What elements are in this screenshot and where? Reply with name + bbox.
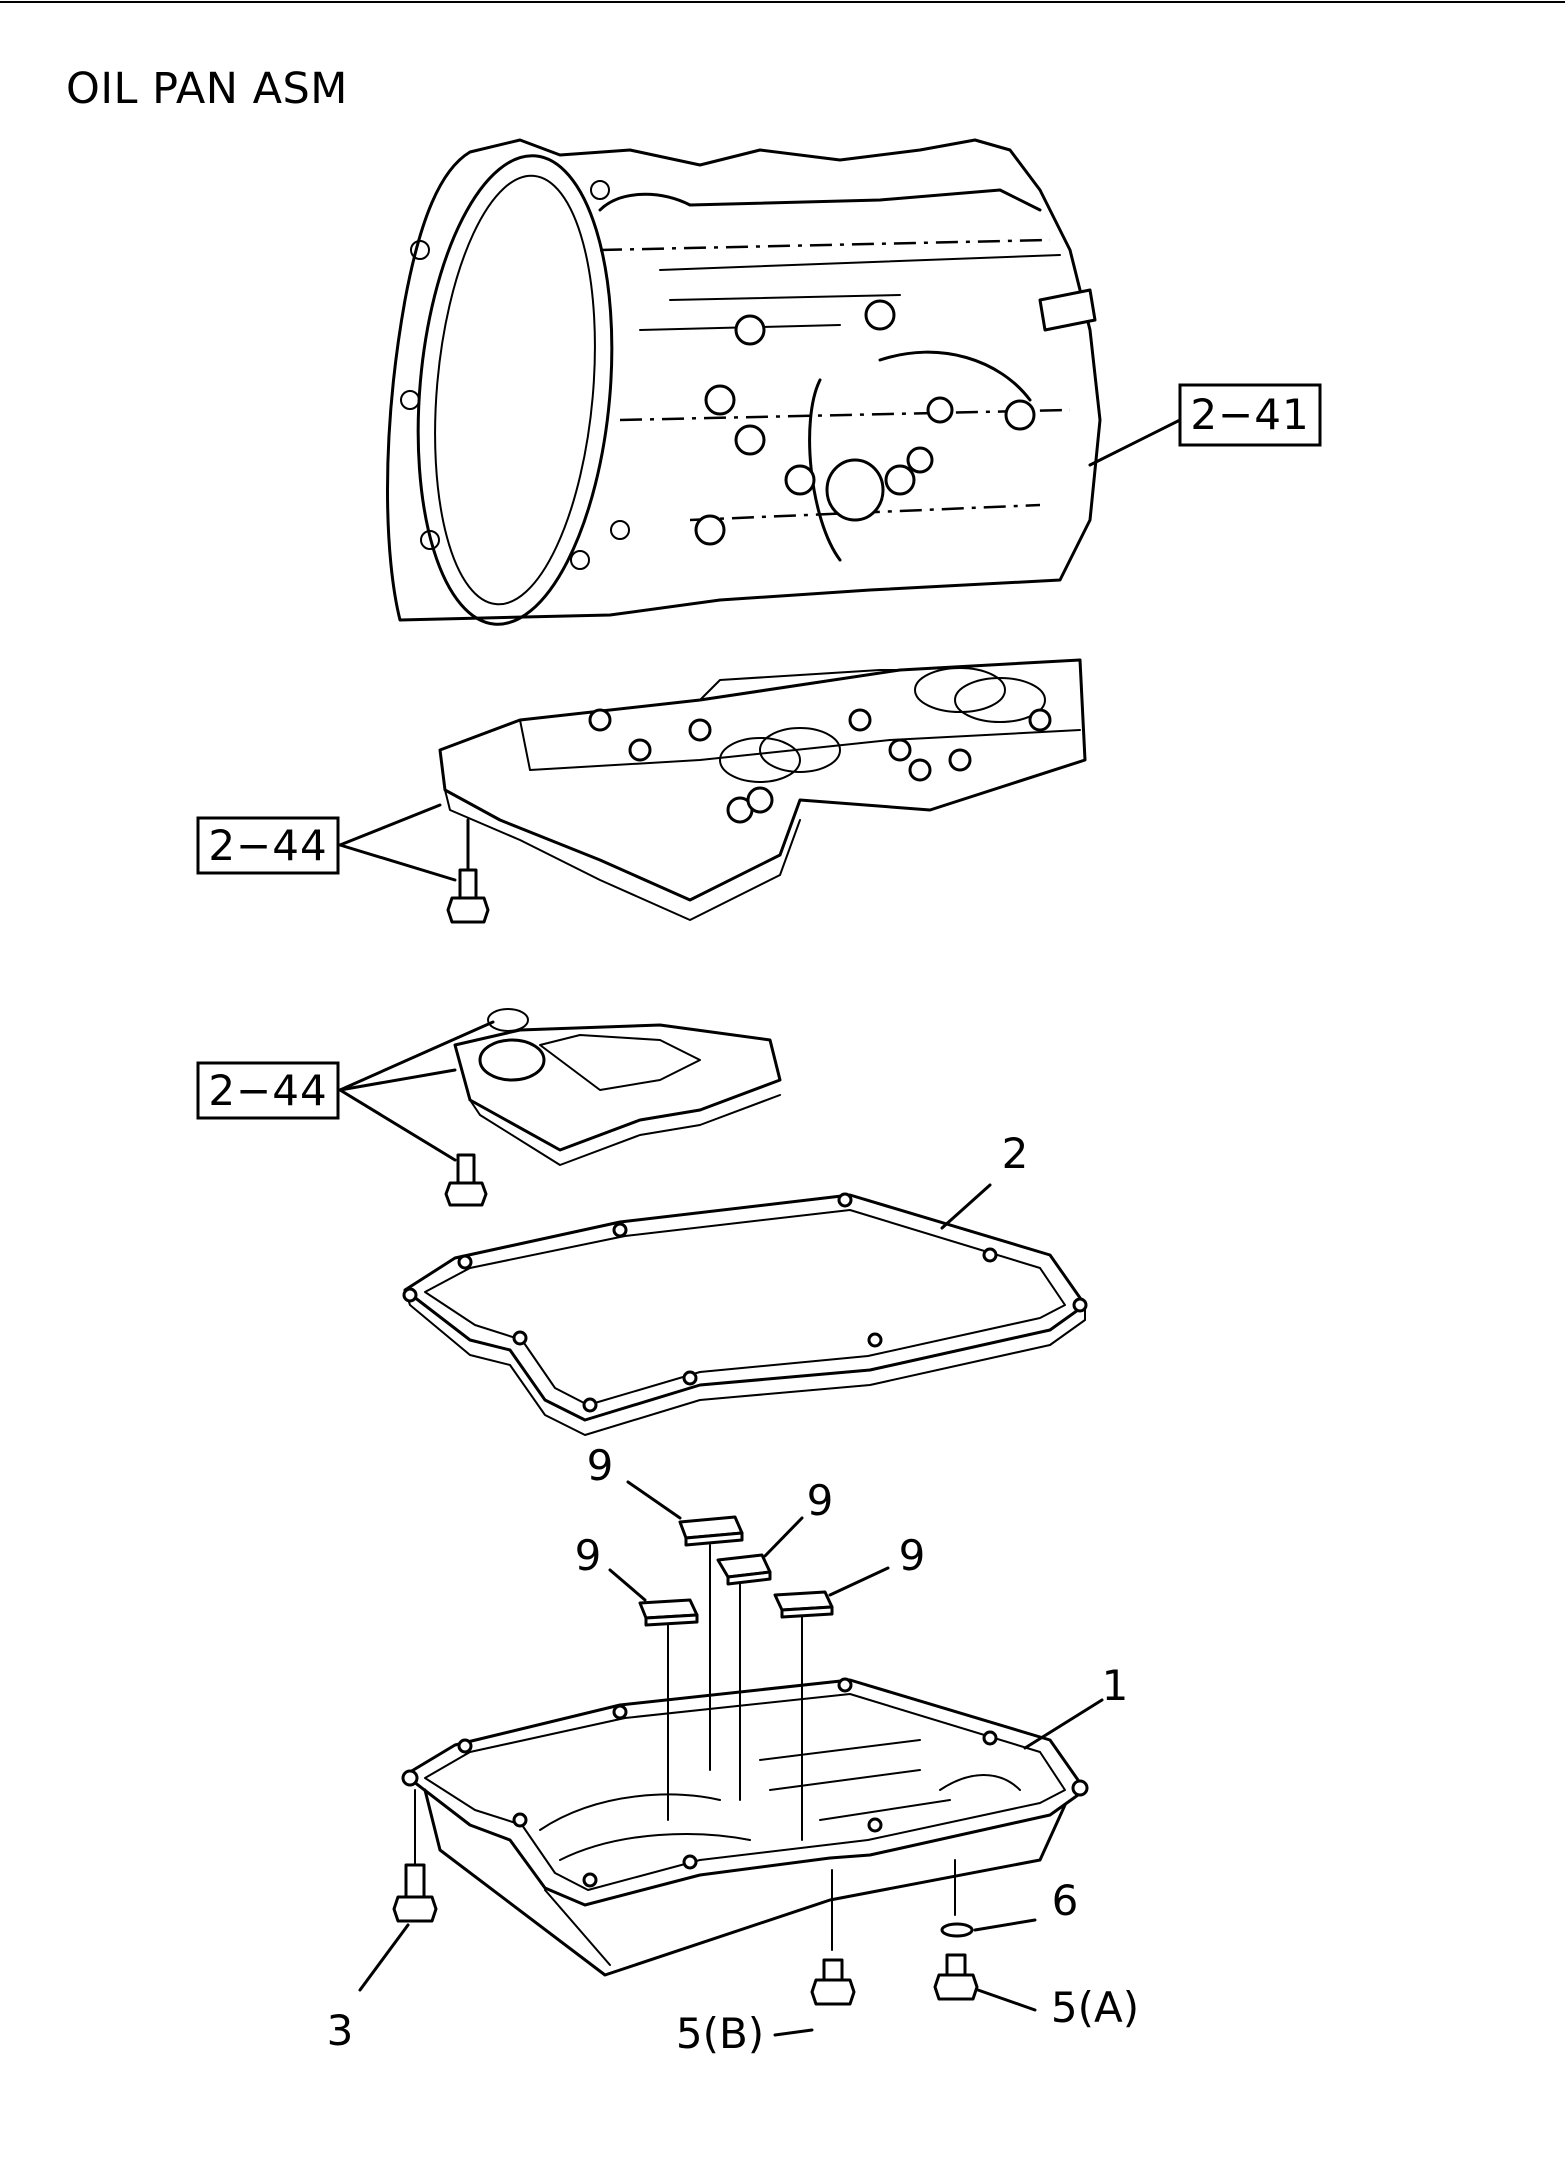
callout-5a: 5(A) [1051, 1983, 1139, 2032]
transmission-case-drawing [386, 138, 1102, 626]
leader-5b [773, 2028, 814, 2037]
callout-1: 1 [1102, 1661, 1129, 1710]
reference-box-2-44-valve: 2−44 [196, 816, 340, 875]
reference-box-2-44-strainer: 2−44 [196, 1061, 340, 1120]
strainer-bolt-drawing [444, 1153, 488, 1207]
callout-9-3: 9 [575, 1531, 602, 1580]
leader-9-2 [763, 1516, 804, 1558]
magnet-drawing-1 [678, 1515, 744, 1547]
valve-body-drawing [438, 658, 1087, 921]
leader-9-3 [608, 1568, 647, 1602]
drain-plug-b-drawing [810, 1869, 856, 2006]
magnet-drawing-3 [638, 1598, 699, 1627]
leader-9-4 [828, 1566, 890, 1597]
reference-label-2-44-strainer: 2−44 [208, 1066, 327, 1115]
callout-2: 2 [1002, 1129, 1029, 1178]
magnet-drawing-2 [716, 1553, 772, 1586]
washer-drawing [940, 1859, 974, 1938]
magnet-position-lines [667, 1544, 803, 1841]
valve-body-bolt-drawing [446, 818, 490, 924]
leader-5a [976, 1988, 1037, 2012]
leader-2 [940, 1183, 992, 1230]
drain-plug-a-drawing [933, 1953, 979, 2001]
leader-2-44-bot-b [338, 1068, 457, 1092]
oil-strainer-drawing [453, 1008, 782, 1166]
leader-2-44-top-b [338, 843, 457, 882]
leader-1 [1023, 1698, 1104, 1750]
leader-3 [358, 1923, 410, 1992]
oil-pan-gasket-drawing [402, 1192, 1088, 1436]
reference-label-2-44-valve: 2−44 [208, 821, 327, 870]
magnet-drawing-4 [773, 1590, 834, 1619]
leader-2-44-bot-c [338, 1088, 457, 1162]
callout-9-1: 9 [587, 1441, 614, 1490]
reference-box-2-41: 2−41 [1178, 383, 1322, 447]
callout-3: 3 [327, 2006, 354, 2055]
leader-2-44-top-a [338, 803, 442, 847]
leader-9-1 [626, 1480, 682, 1520]
callout-5b: 5(B) [676, 2009, 764, 2058]
callout-9-4: 9 [899, 1531, 926, 1580]
reference-label-2-41: 2−41 [1190, 390, 1309, 439]
callout-9-2: 9 [807, 1476, 834, 1525]
pan-bolt-drawing [392, 1789, 438, 1923]
leader-2-41 [1088, 418, 1182, 467]
leader-2-44-bot-a [338, 1020, 495, 1092]
callout-6: 6 [1052, 1876, 1079, 1925]
leader-6 [973, 1918, 1037, 1932]
page-title: OIL PAN ASM [66, 64, 348, 114]
oil-pan-drawing [401, 1677, 1089, 1977]
